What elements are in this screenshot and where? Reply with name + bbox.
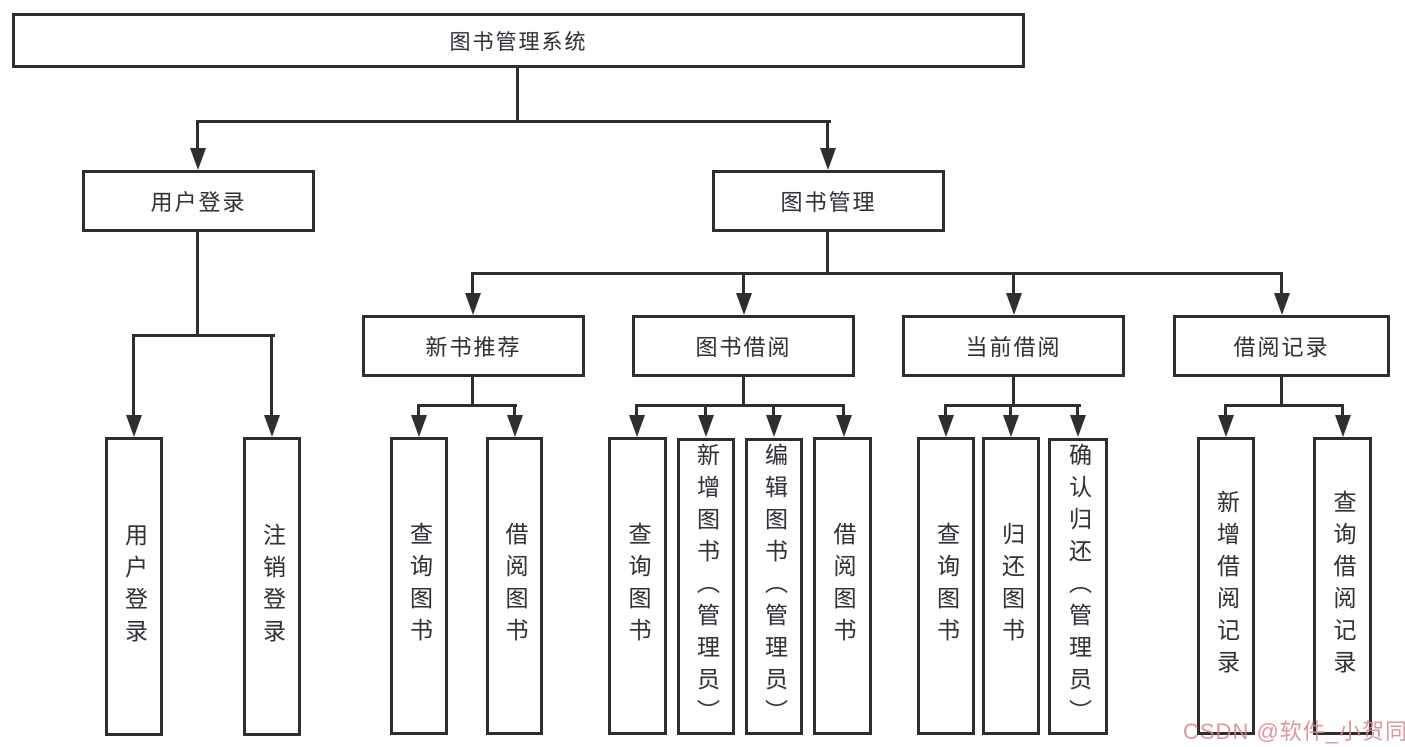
node-bb-edit-label: 编辑图书（管理员） (761, 442, 788, 731)
node-leaf-logout-label: 注销登录 (259, 522, 286, 651)
arrow-bb-borrow (836, 415, 852, 437)
node-nb-query: 查询图书 (390, 437, 448, 735)
arrow-bb-add (698, 415, 714, 437)
node-leaf-logout: 注销登录 (243, 437, 301, 736)
arrow-nb-query (411, 415, 427, 437)
node-library-system-label: 图书管理系统 (449, 30, 588, 54)
arrow-current-borrow (1006, 293, 1022, 315)
node-user-login-label: 用户登录 (150, 190, 247, 215)
node-bb-borrow-label: 借阅图书 (830, 522, 856, 650)
node-nb-borrow: 借阅图书 (486, 437, 543, 735)
arrow-leaf-logout (264, 415, 280, 437)
connector-to-current-borrow (1012, 272, 1015, 295)
node-cb-return: 归还图书 (982, 437, 1040, 735)
node-book-mgmt: 图书管理 (712, 170, 945, 232)
connector-root-branch (196, 120, 831, 123)
arrow-br-add (1218, 415, 1234, 437)
connector-to-book-mgmt (826, 120, 829, 152)
node-leaf-user-login: 用户登录 (105, 437, 163, 736)
arrow-cb-query (938, 415, 954, 437)
arrow-leaf-user-login (126, 415, 142, 437)
node-user-login: 用户登录 (82, 170, 315, 232)
node-borrow-records-label: 借阅记录 (1233, 335, 1330, 360)
node-cb-query: 查询图书 (917, 437, 975, 735)
node-book-borrow-label: 图书借阅 (695, 335, 792, 360)
connector-to-new-book-rec (471, 272, 474, 295)
node-cb-query-label: 查询图书 (933, 522, 960, 650)
arrow-bb-edit (766, 415, 782, 437)
node-nb-borrow-label: 借阅图书 (502, 522, 528, 650)
node-cb-confirm: 确认归还（管理员） (1048, 438, 1108, 735)
connector-to-br-add (1224, 404, 1227, 418)
connector-to-nb-borrow (513, 404, 516, 418)
connector-to-cb-confirm (1076, 404, 1079, 418)
node-current-borrow-label: 当前借阅 (965, 335, 1062, 360)
connector-to-leaf-user-login (132, 334, 135, 417)
node-br-query: 查询借阅记录 (1313, 437, 1372, 735)
node-bb-add-label: 新增图书（管理员） (693, 442, 720, 731)
arrow-br-query (1335, 415, 1351, 437)
connector-to-bb-borrow (842, 404, 845, 418)
node-library-system: 图书管理系统 (12, 13, 1025, 68)
connector-user-login-branch (132, 334, 275, 337)
arrow-book-borrow (736, 293, 752, 315)
arrow-bb-query (629, 415, 645, 437)
node-book-mgmt-label: 图书管理 (780, 190, 877, 215)
connector-new-book-rec-branch (417, 404, 517, 407)
connector-to-book-borrow (742, 272, 745, 295)
connector-book-mgmt-branch (471, 272, 1283, 275)
node-br-add-label: 新增借阅记录 (1213, 490, 1240, 682)
node-new-book-rec-label: 新书推荐 (425, 335, 522, 360)
node-current-borrow: 当前借阅 (902, 315, 1125, 377)
connector-to-bb-add (704, 404, 707, 418)
node-bb-query-label: 查询图书 (625, 522, 651, 650)
connector-to-leaf-logout (270, 334, 273, 417)
connector-to-bb-query (635, 404, 638, 418)
connector-book-mgmt-stem (826, 232, 829, 275)
connector-current-borrow-stem (1012, 377, 1015, 407)
connector-to-user-login (196, 120, 199, 152)
node-new-book-rec: 新书推荐 (362, 315, 585, 377)
connector-borrow-records-stem (1280, 377, 1283, 407)
connector-to-br-query (1341, 404, 1344, 418)
node-leaf-user-login-label: 用户登录 (121, 522, 148, 651)
csdn-watermark: CSDN @软件_小贺同学 (1183, 719, 1405, 744)
node-br-add: 新增借阅记录 (1197, 437, 1255, 735)
arrow-new-book-rec (465, 293, 481, 315)
node-borrow-records: 借阅记录 (1173, 315, 1390, 377)
node-cb-return-label: 归还图书 (998, 522, 1025, 650)
node-bb-add: 新增图书（管理员） (677, 438, 735, 735)
connector-to-cb-query (944, 404, 947, 418)
connector-user-login-stem (196, 232, 199, 337)
node-bb-edit: 编辑图书（管理员） (745, 438, 803, 735)
connector-new-book-rec-stem (471, 377, 474, 407)
arrow-book-mgmt (820, 148, 836, 170)
arrow-user-login (190, 148, 206, 170)
connector-current-borrow-branch (944, 404, 1081, 407)
node-cb-confirm-label: 确认归还（管理员） (1065, 442, 1092, 731)
connector-to-nb-query (417, 404, 420, 418)
node-book-borrow: 图书借阅 (632, 315, 855, 377)
arrow-cb-return (1003, 415, 1019, 437)
node-bb-query: 查询图书 (608, 437, 667, 735)
arrow-cb-confirm (1070, 415, 1086, 437)
connector-to-borrow-records (1280, 272, 1283, 295)
connector-book-borrow-stem (742, 377, 745, 407)
connector-root-stem (516, 68, 519, 123)
node-bb-borrow: 借阅图书 (813, 437, 872, 735)
connector-to-bb-edit (772, 404, 775, 418)
connector-book-borrow-branch (635, 404, 845, 407)
arrow-borrow-records (1274, 293, 1290, 315)
connector-borrow-records-branch (1224, 404, 1344, 407)
connector-to-cb-return (1009, 404, 1012, 418)
arrow-nb-borrow (507, 415, 523, 437)
node-br-query-label: 查询借阅记录 (1330, 490, 1356, 682)
node-nb-query-label: 查询图书 (406, 522, 433, 650)
